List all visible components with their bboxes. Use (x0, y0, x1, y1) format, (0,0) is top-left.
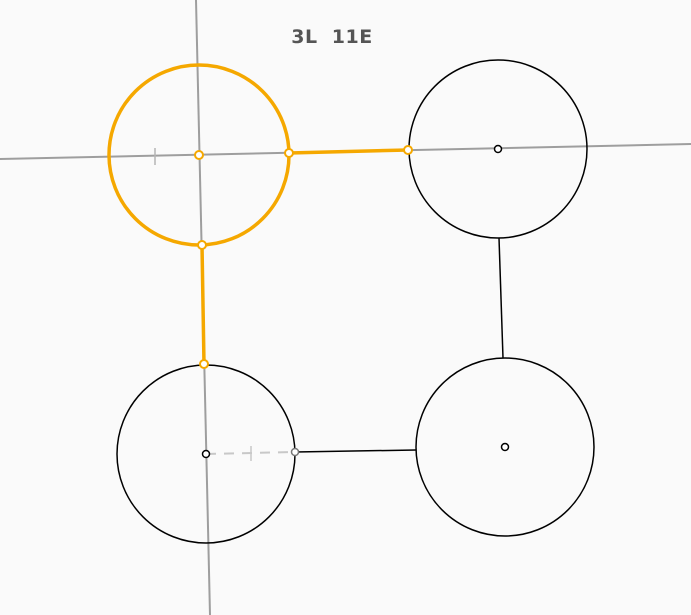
points (201, 144, 510, 459)
segment-left-vertical-selected[interactable] (200, 244, 206, 365)
segment-bottom-horizontal[interactable] (294, 449, 417, 453)
circles (116, 59, 595, 544)
segments (294, 237, 504, 453)
center-point-icon[interactable] (493, 144, 503, 154)
circle-bottom-right[interactable] (415, 357, 595, 537)
level-counter-label: 3L 11E (291, 26, 373, 48)
segment-right-vertical[interactable] (498, 237, 504, 359)
center-point-icon[interactable] (500, 442, 510, 452)
snap-point-icon[interactable] (194, 150, 204, 160)
snap-point-icon[interactable] (290, 447, 300, 457)
snap-point-icon[interactable] (403, 145, 413, 155)
snap-point-icon[interactable] (199, 359, 209, 369)
snap-point-icon[interactable] (284, 148, 294, 158)
segment-top-horizontal-selected[interactable] (288, 148, 409, 155)
selected-shapes (107, 63, 409, 365)
selected-points (194, 145, 413, 369)
snap-point-icon[interactable] (197, 240, 207, 250)
center-point-icon[interactable] (201, 449, 211, 459)
hint-segment (205, 446, 296, 461)
